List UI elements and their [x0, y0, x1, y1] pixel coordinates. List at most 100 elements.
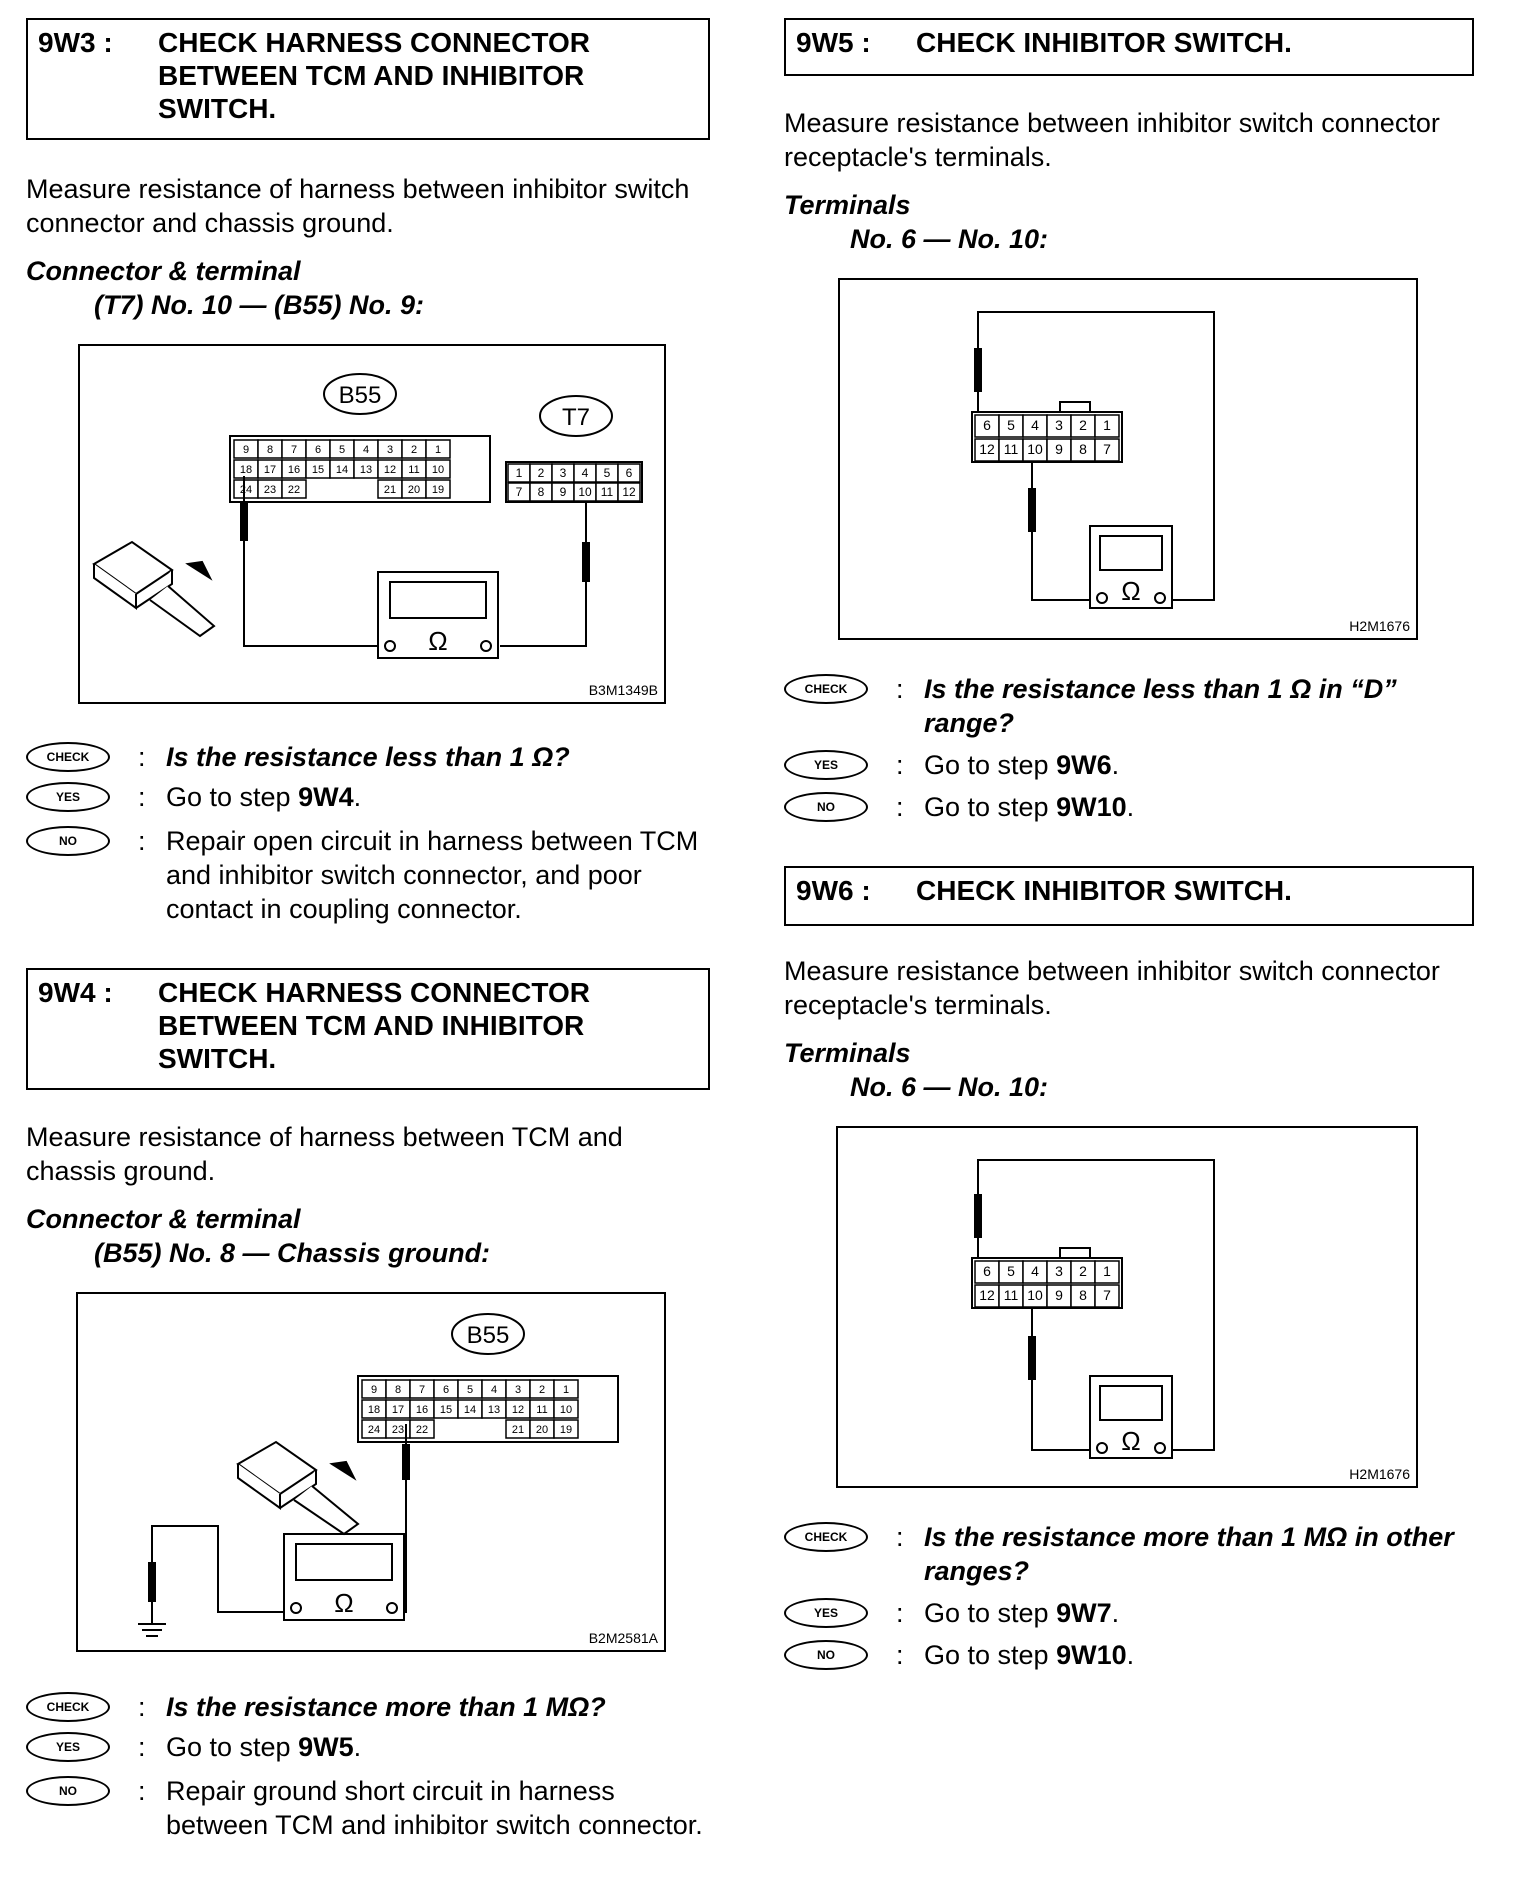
no-icon: NO: [26, 1776, 110, 1806]
pin-label: 7: [516, 485, 523, 499]
intro-text: Measure resistance between inhibitor swi…: [784, 956, 1440, 1020]
pin-label: 15: [440, 1404, 452, 1416]
yes-icon: YES: [784, 1598, 868, 1628]
step-number: 9W4 :: [38, 977, 113, 1008]
figure-code: B3M1349B: [588, 682, 658, 698]
check-question: Is the resistance more than 1 MΩ?: [166, 1692, 606, 1722]
pin-label: 10: [432, 464, 444, 476]
connector-label: Connector & terminal: [26, 256, 301, 286]
pin-label: 3: [387, 444, 393, 456]
pin-label: 9: [243, 444, 249, 456]
pin-label: 6: [983, 417, 991, 433]
pin-label: 20: [408, 484, 420, 496]
yes-step-link[interactable]: 9W7: [1056, 1598, 1112, 1628]
pin-label: 7: [1103, 1287, 1111, 1303]
pin-label: 6: [315, 444, 321, 456]
pin-label: 2: [539, 1384, 545, 1396]
svg-text:Ω: Ω: [428, 626, 447, 656]
terminals-label: Terminals: [784, 1038, 911, 1068]
check-question: Is the resistance more than 1 MΩ in othe…: [924, 1522, 1454, 1586]
pin-label: 11: [536, 1404, 547, 1416]
pin-label: 4: [1031, 1263, 1039, 1279]
pin-label: 9: [1055, 1287, 1063, 1303]
step-number: 9W3 :: [38, 27, 113, 58]
pin-label: 6: [983, 1263, 991, 1279]
pin-label: 7: [419, 1384, 425, 1396]
pin-label: 12: [512, 1404, 524, 1416]
pin-label: 19: [560, 1424, 572, 1436]
pin-label: 13: [488, 1404, 500, 1416]
pin-label: 11: [601, 485, 614, 499]
check-icon: CHECK: [784, 674, 868, 704]
pin-label: 1: [1103, 1263, 1111, 1279]
pin-label: 2: [1079, 1263, 1087, 1279]
step-header-9w3: 9W3 : CHECK HARNESS CONNECTOR BETWEEN TC…: [26, 18, 710, 140]
yes-icon: YES: [784, 750, 868, 780]
pin-label: 17: [392, 1404, 404, 1416]
pin-label: 19: [432, 484, 444, 496]
svg-text:Ω: Ω: [1121, 576, 1140, 606]
pin-label: 12: [384, 464, 396, 476]
pin-label: 10: [1027, 1287, 1043, 1303]
check-question: Is the resistance less than 1 Ω in “D” r…: [924, 674, 1397, 738]
intro-text: Measure resistance between inhibitor swi…: [784, 108, 1440, 172]
pin-label: 1: [563, 1384, 569, 1396]
pin-label: 8: [1079, 1287, 1087, 1303]
pin-label: 8: [538, 485, 545, 499]
b55-label: B55: [339, 382, 382, 409]
check-question: Is the resistance less than 1 Ω?: [166, 742, 570, 772]
step-title: CHECK HARNESS CONNECTOR BETWEEN TCM AND …: [158, 977, 590, 1074]
pin-label: 18: [240, 464, 252, 476]
pin-label: 22: [416, 1424, 428, 1436]
pin-label: 21: [384, 484, 396, 496]
no-step-link[interactable]: 9W10: [1056, 1640, 1127, 1670]
pin-label: 23: [264, 484, 276, 496]
pin-label: 10: [560, 1404, 572, 1416]
svg-text:Ω: Ω: [334, 1588, 353, 1618]
yes-step-link[interactable]: 9W5: [298, 1732, 354, 1762]
pin-label: 21: [512, 1424, 524, 1436]
terminal-spec: (T7) No. 10 — (B55) No. 9:: [94, 290, 425, 320]
pin-label: 10: [1027, 441, 1043, 457]
check-icon: CHECK: [26, 1692, 110, 1722]
no-action: Repair ground short circuit in harness b…: [166, 1776, 703, 1840]
pin-label: 17: [264, 464, 276, 476]
pin-label: 23: [392, 1424, 404, 1436]
terminal-spec: (B55) No. 8 — Chassis ground:: [94, 1238, 491, 1268]
pin-label: 11: [408, 464, 419, 476]
ohmmeter: Ω: [1089, 1375, 1173, 1459]
ohmmeter: Ω: [283, 1533, 405, 1621]
pin-label: 5: [467, 1384, 473, 1396]
pin-label: 20: [536, 1424, 548, 1436]
svg-text:Ω: Ω: [1121, 1426, 1140, 1456]
yes-step-link[interactable]: 9W6: [1056, 750, 1112, 780]
pin-label: 9: [560, 485, 567, 499]
step-title: CHECK INHIBITOR SWITCH.: [916, 27, 1292, 58]
pin-label: 13: [360, 464, 372, 476]
terminals-label: Terminals: [784, 190, 911, 220]
yes-step-link[interactable]: 9W4: [298, 782, 354, 812]
pin-label: 1: [435, 444, 441, 456]
connector-plug-illustration: [92, 540, 216, 638]
pin-label: 1: [1103, 417, 1111, 433]
pin-label: 12: [979, 441, 995, 457]
pin-label: 1: [516, 466, 523, 480]
pin-label: 15: [312, 464, 324, 476]
pin-label: 11: [1004, 1287, 1019, 1303]
no-step-link[interactable]: 9W10: [1056, 792, 1127, 822]
yes-icon: YES: [26, 1732, 110, 1762]
intro-text: Measure resistance of harness between TC…: [26, 1122, 623, 1186]
pin-label: 12: [979, 1287, 995, 1303]
pin-label: 5: [604, 466, 611, 480]
step-title: CHECK INHIBITOR SWITCH.: [916, 875, 1292, 906]
check-icon: CHECK: [784, 1522, 868, 1552]
step-header-9w4: 9W4 : CHECK HARNESS CONNECTOR BETWEEN TC…: [26, 968, 710, 1090]
no-icon: NO: [784, 1640, 868, 1670]
pin-label: 5: [1007, 417, 1015, 433]
